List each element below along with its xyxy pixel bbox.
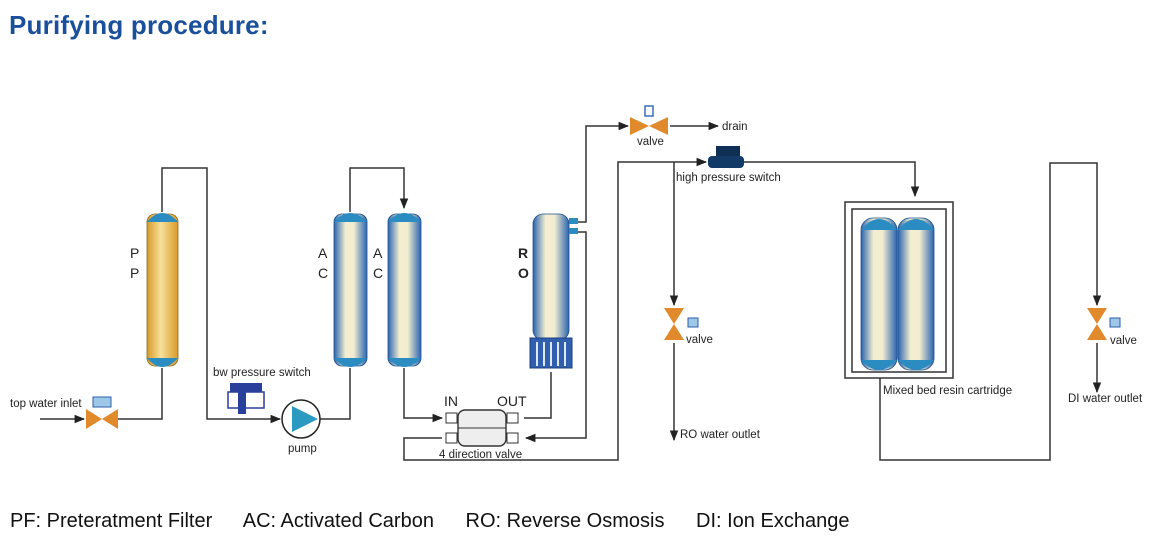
in-label: IN bbox=[444, 393, 458, 409]
svg-text:O: O bbox=[518, 265, 529, 281]
ac-tank-1 bbox=[333, 213, 368, 367]
ro-membrane bbox=[529, 213, 578, 369]
ro-valve-label: valve bbox=[686, 334, 713, 346]
tank-letters: P P A C A C R O bbox=[130, 245, 529, 281]
ro-outlet-label: RO water outlet bbox=[680, 429, 761, 441]
svg-text:A: A bbox=[373, 245, 383, 261]
ac-tank-2 bbox=[387, 213, 422, 367]
hp-switch-label: high pressure switch bbox=[676, 172, 781, 184]
pp-tank bbox=[146, 213, 179, 367]
inlet-label: top water inlet bbox=[10, 398, 82, 410]
out-label: OUT bbox=[497, 393, 527, 409]
four-way-valve-label: 4 direction valve bbox=[439, 449, 522, 461]
pump-icon[interactable] bbox=[281, 399, 321, 439]
pump-label: pump bbox=[288, 443, 317, 455]
pipes bbox=[40, 121, 1102, 461]
abbreviation-legend: PF: Preteratment Filter AC: Activated Ca… bbox=[10, 510, 875, 533]
high-pressure-switch-icon[interactable] bbox=[708, 146, 744, 168]
svg-text:P: P bbox=[130, 245, 139, 261]
inlet-valve-icon[interactable] bbox=[86, 396, 118, 429]
four-direction-valve-icon[interactable] bbox=[445, 409, 519, 447]
legend-item: AC: Activated Carbon bbox=[242, 510, 434, 532]
di-valve-label: valve bbox=[1110, 335, 1137, 347]
svg-text:C: C bbox=[373, 265, 383, 281]
di-outlet-label: DI water outlet bbox=[1068, 393, 1143, 405]
svg-text:C: C bbox=[318, 265, 328, 281]
bw-pressure-switch-icon[interactable] bbox=[227, 383, 265, 414]
page-title: Purifying procedure: bbox=[9, 10, 269, 40]
drain-valve-label: valve bbox=[637, 136, 664, 148]
legend-item: RO: Reverse Osmosis bbox=[465, 510, 665, 532]
ro-valve-icon[interactable] bbox=[664, 308, 699, 340]
drain-label: drain bbox=[722, 121, 748, 133]
legend-item: DI: Ion Exchange bbox=[696, 510, 850, 532]
mixed-bed-tanks bbox=[860, 217, 935, 371]
bw-switch-label: bw pressure switch bbox=[213, 367, 311, 379]
mixed-bed-label: Mixed bed resin cartridge bbox=[883, 385, 1012, 397]
legend-item: PF: Preteratment Filter bbox=[10, 510, 213, 532]
di-valve-icon[interactable] bbox=[1087, 308, 1121, 340]
svg-text:P: P bbox=[130, 265, 139, 281]
drain-valve-icon[interactable] bbox=[630, 105, 668, 135]
svg-text:R: R bbox=[518, 245, 528, 261]
svg-text:A: A bbox=[318, 245, 328, 261]
